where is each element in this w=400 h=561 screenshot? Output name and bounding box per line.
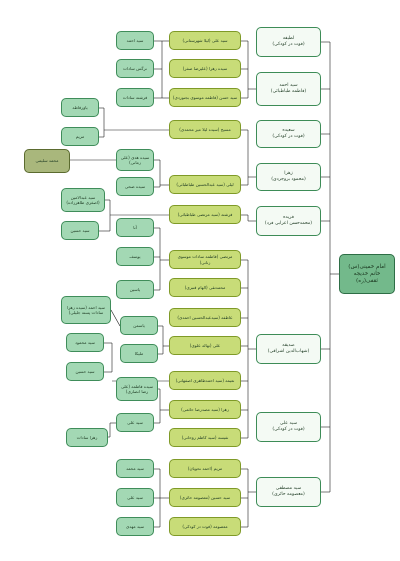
great-grandchild-node: یاسین bbox=[116, 280, 154, 299]
great-grandchild-node: فرشته سادات bbox=[116, 88, 154, 107]
great-grandchild-node: آنا bbox=[116, 218, 154, 237]
great-grandchild-node: سید حسین bbox=[66, 362, 104, 381]
grandchild-node: لیلی (سید عبدالحسین طباطبائی) bbox=[169, 175, 241, 194]
great-grandchild-node: سید احمد (سیده زهرا سادات پسته جلیلی) bbox=[61, 296, 111, 324]
great-grandchild-node: یاسمن bbox=[120, 316, 158, 335]
grandchild-node: فرشته (سید مرتضی طباطبائی) bbox=[169, 205, 241, 224]
great-grandchild-node: سید مهدی bbox=[116, 517, 154, 536]
grandchild-node: مرتضی (فاطمه سادات موسوی زنانی) bbox=[169, 250, 241, 269]
descendant-node: زهرا سادات bbox=[66, 428, 108, 447]
child-node-seyed-ali: سید علی (فوت در کودکی) bbox=[256, 412, 321, 442]
child-node-saeedeh: سعیده (فوت در کودکی) bbox=[256, 120, 321, 148]
grandchild-node: نعیمه (سید احمدطاهری اصفهانی) bbox=[169, 371, 241, 390]
great-grandchild-node: سید حسین bbox=[61, 221, 99, 240]
grandchild-node: علی (نهاله علوی) bbox=[169, 336, 241, 355]
child-node-sedigheh: صدیقه (شهاب‌الدین اشراقی) bbox=[256, 334, 321, 364]
child-node-seyed-mostafa: سید مصطفی (معصومه حائری) bbox=[256, 477, 321, 507]
child-node-latifeh: لطیفه (فوت در کودکی) bbox=[256, 27, 321, 57]
great-grandchild-node: سیده ضحی bbox=[116, 177, 154, 196]
connector-line bbox=[110, 309, 121, 327]
child-node-seyed-ahmad: سید احمد (فاطمه طباطبائی) bbox=[256, 72, 321, 106]
great-grandchild-node: سید علی bbox=[116, 413, 154, 432]
grandchild-node: محمدتقی (الهام قنبری) bbox=[169, 278, 241, 297]
grandchild-node: سید علی (لیلا شهرستانی) bbox=[169, 31, 241, 50]
grandchild-node: عاطفه (سیدعبدالحسین احمدی) bbox=[169, 308, 241, 327]
grandchild-node: مسیح (سیده لیلا میر محمدی) bbox=[169, 120, 241, 139]
grandchild-node: نفیسه (سید کاظم روحانی) bbox=[169, 428, 241, 447]
great-grandchild-node: نرگس سادات bbox=[116, 59, 154, 78]
great-grandchild-node: سیده فاطمه (علی رضا انصاری) bbox=[116, 377, 158, 401]
grandchild-node: سیده زهرا (علیرضا صفر) bbox=[169, 59, 241, 78]
descendant-node: محمد سلیمی bbox=[24, 149, 70, 173]
great-grandchild-node: مریم bbox=[61, 127, 99, 146]
grandchild-node: زهرا (سید مصدرضا حائمی) bbox=[169, 400, 241, 419]
great-grandchild-node: سید عبدالامین (اصغری طاهرزاده) bbox=[61, 188, 105, 212]
grandchild-node: سید حسن (فاطمه موسوی بجنوردی) bbox=[169, 88, 241, 107]
descendant-node: یاورفاطه bbox=[61, 98, 99, 117]
great-grandchild-node: سید علی bbox=[116, 488, 154, 507]
child-node-zahra: زهرا (محمود بروجردی) bbox=[256, 163, 321, 191]
child-node-farideh: فریده (محمدحسن اعرابی فرد) bbox=[256, 206, 321, 236]
great-grandchild-node: سیده هدی (علی زمانی) bbox=[116, 149, 154, 171]
great-grandchild-node: ملیکا bbox=[120, 344, 158, 363]
grandchild-node: سید حسین (معصومه حائری) bbox=[169, 488, 241, 507]
root-node: امام خمینی(س) خانم خدیجه ثقفی(ره) bbox=[339, 254, 395, 294]
grandchild-node: مریم (احمد نحویان) bbox=[169, 459, 241, 478]
great-grandchild-node: یوسف bbox=[116, 247, 154, 266]
great-grandchild-node: سید محمود bbox=[66, 333, 104, 352]
great-grandchild-node: سید احمد bbox=[116, 31, 154, 50]
grandchild-node: معصومه (فوت در کودکی) bbox=[169, 517, 241, 536]
great-grandchild-node: سید محمد bbox=[116, 459, 154, 478]
